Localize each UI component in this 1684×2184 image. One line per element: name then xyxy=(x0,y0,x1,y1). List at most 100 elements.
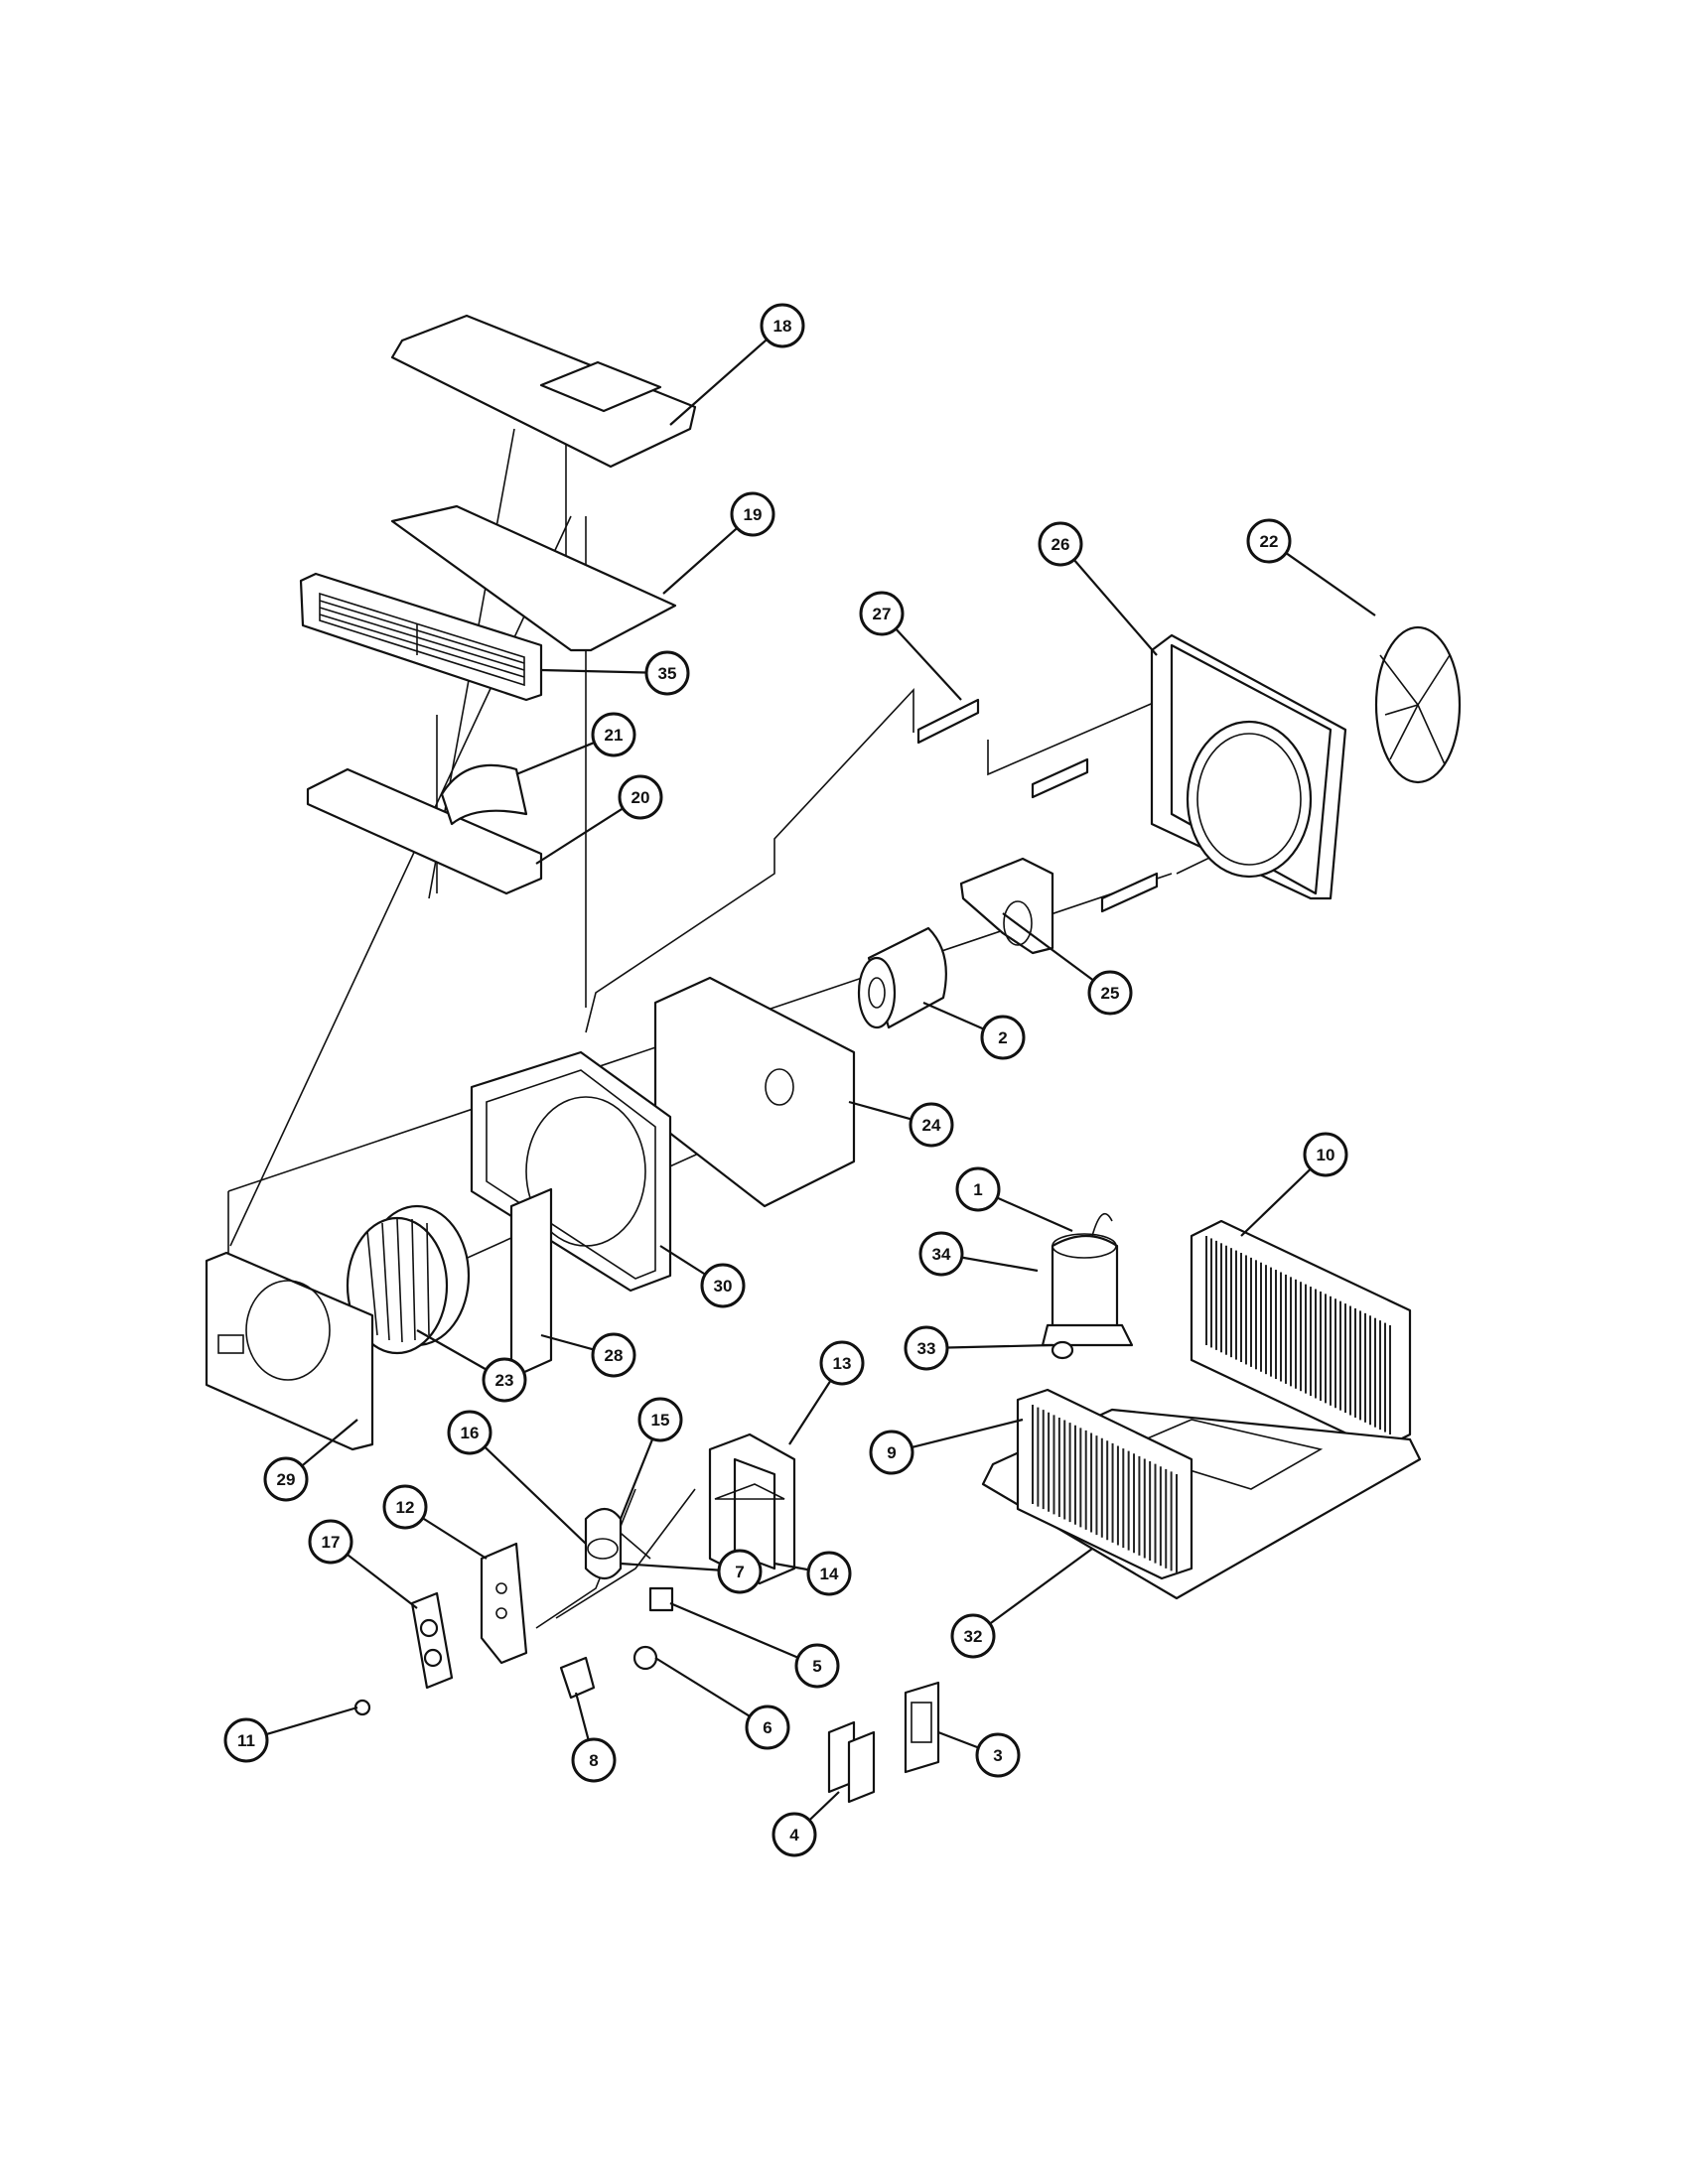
callout-label-22: 22 xyxy=(1260,532,1279,551)
callout-16: 16 xyxy=(447,1410,492,1455)
leader-line-30 xyxy=(659,1245,706,1276)
callout-circle-2 xyxy=(980,1015,1026,1060)
leader-line-3 xyxy=(937,1730,979,1749)
callout-2: 2 xyxy=(980,1015,1026,1060)
callout-19: 19 xyxy=(730,491,775,537)
callout-label-30: 30 xyxy=(714,1277,733,1296)
callout-label-32: 32 xyxy=(964,1627,983,1646)
partition-panel xyxy=(653,976,856,1208)
leader-line-11 xyxy=(265,1706,358,1736)
callout-label-8: 8 xyxy=(589,1751,598,1770)
callout-circle-14 xyxy=(806,1551,852,1596)
leader-line-33 xyxy=(946,1343,1053,1349)
callout-circle-17 xyxy=(308,1519,353,1565)
callout-25: 25 xyxy=(1087,970,1133,1016)
control-panel xyxy=(353,1591,454,1716)
front-grille xyxy=(299,572,543,702)
leader-line-9 xyxy=(912,1418,1024,1448)
filter-panel xyxy=(390,504,677,652)
leader-line-2 xyxy=(922,1001,985,1030)
callout-label-9: 9 xyxy=(887,1443,896,1462)
leader-line-23 xyxy=(416,1329,488,1371)
callout-circle-3 xyxy=(975,1732,1021,1778)
callout-13: 13 xyxy=(819,1340,865,1386)
callout-3: 3 xyxy=(975,1732,1021,1778)
callout-4: 4 xyxy=(772,1812,817,1857)
leader-line-35 xyxy=(540,668,647,674)
leader-line-13 xyxy=(788,1380,832,1445)
callout-label-10: 10 xyxy=(1317,1146,1335,1164)
callout-circle-10 xyxy=(1303,1132,1348,1177)
leader-line-6 xyxy=(654,1657,751,1717)
leader-line-16 xyxy=(484,1445,587,1545)
callout-15: 15 xyxy=(637,1397,683,1442)
callout-11: 11 xyxy=(223,1717,269,1763)
leader-line-14 xyxy=(773,1562,809,1571)
callout-label-21: 21 xyxy=(605,726,624,745)
leader-line-5 xyxy=(669,1601,799,1659)
callout-label-28: 28 xyxy=(605,1346,624,1365)
callout-26: 26 xyxy=(1038,521,1083,567)
callout-circle-21 xyxy=(591,712,636,757)
callout-18: 18 xyxy=(760,303,805,348)
callout-label-6: 6 xyxy=(763,1718,772,1737)
leader-line-12 xyxy=(422,1517,488,1560)
callout-14: 14 xyxy=(806,1551,852,1596)
callout-label-17: 17 xyxy=(322,1533,341,1552)
callout-circle-4 xyxy=(772,1812,817,1857)
callout-circle-7 xyxy=(717,1549,763,1594)
callout-circle-19 xyxy=(730,491,775,537)
callout-9: 9 xyxy=(869,1430,914,1475)
callout-label-18: 18 xyxy=(773,317,792,336)
callout-27: 27 xyxy=(859,591,905,636)
callout-circle-26 xyxy=(1038,521,1083,567)
callout-label-34: 34 xyxy=(932,1245,951,1264)
callout-label-12: 12 xyxy=(396,1498,415,1517)
callout-circle-1 xyxy=(955,1166,1001,1212)
callout-label-7: 7 xyxy=(735,1563,744,1581)
callout-8: 8 xyxy=(571,1737,617,1783)
bottom-tray xyxy=(306,763,543,895)
callout-label-13: 13 xyxy=(833,1354,852,1373)
callout-30: 30 xyxy=(700,1263,746,1308)
callout-circle-30 xyxy=(700,1263,746,1308)
leader-line-8 xyxy=(574,1692,590,1740)
leader-line-22 xyxy=(1285,552,1376,616)
callout-label-20: 20 xyxy=(632,788,650,807)
leader-line-1 xyxy=(996,1196,1073,1233)
callout-22: 22 xyxy=(1246,518,1292,564)
callout-5: 5 xyxy=(794,1643,840,1689)
callout-label-11: 11 xyxy=(237,1731,255,1750)
callout-circle-25 xyxy=(1087,970,1133,1016)
callout-label-23: 23 xyxy=(495,1371,514,1390)
callout-circle-13 xyxy=(819,1340,865,1386)
mounting-brackets xyxy=(916,698,1159,913)
control-box xyxy=(708,1433,796,1585)
leader-line-26 xyxy=(1072,559,1158,656)
callout-17: 17 xyxy=(308,1519,353,1565)
callout-circle-6 xyxy=(745,1705,790,1750)
small-components xyxy=(559,1586,674,1700)
callout-label-19: 19 xyxy=(744,505,763,524)
compressor xyxy=(1041,1212,1134,1360)
callout-label-2: 2 xyxy=(998,1028,1007,1047)
callout-circle-12 xyxy=(382,1484,428,1530)
callout-circle-24 xyxy=(909,1102,954,1148)
callout-circle-22 xyxy=(1246,518,1292,564)
leader-line-17 xyxy=(346,1553,418,1609)
small-brackets xyxy=(827,1681,940,1804)
callout-label-5: 5 xyxy=(812,1657,821,1676)
leader-line-4 xyxy=(808,1791,840,1822)
callout-label-3: 3 xyxy=(993,1746,1002,1765)
callout-label-35: 35 xyxy=(658,664,677,683)
leader-line-25 xyxy=(1002,912,1094,982)
leader-line-7 xyxy=(620,1562,720,1571)
leader-line-28 xyxy=(540,1333,595,1351)
callout-32: 32 xyxy=(950,1613,996,1659)
leader-line-10 xyxy=(1240,1167,1312,1237)
callout-circle-20 xyxy=(618,774,663,820)
orifice-plate xyxy=(509,1187,553,1380)
callout-6: 6 xyxy=(745,1705,790,1750)
callout-circle-29 xyxy=(263,1456,309,1502)
leader-line-18 xyxy=(669,339,769,426)
